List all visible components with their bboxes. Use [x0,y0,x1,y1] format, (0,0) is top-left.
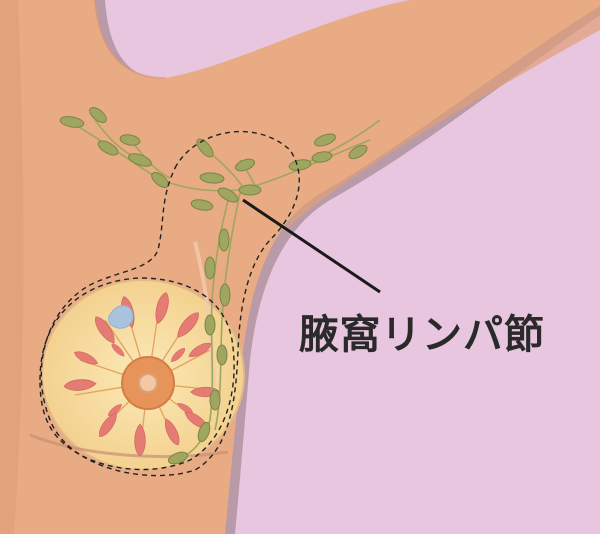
nipple [139,374,157,392]
axillary-lymph-node-label: 腋窩リンパ節 [299,302,545,360]
